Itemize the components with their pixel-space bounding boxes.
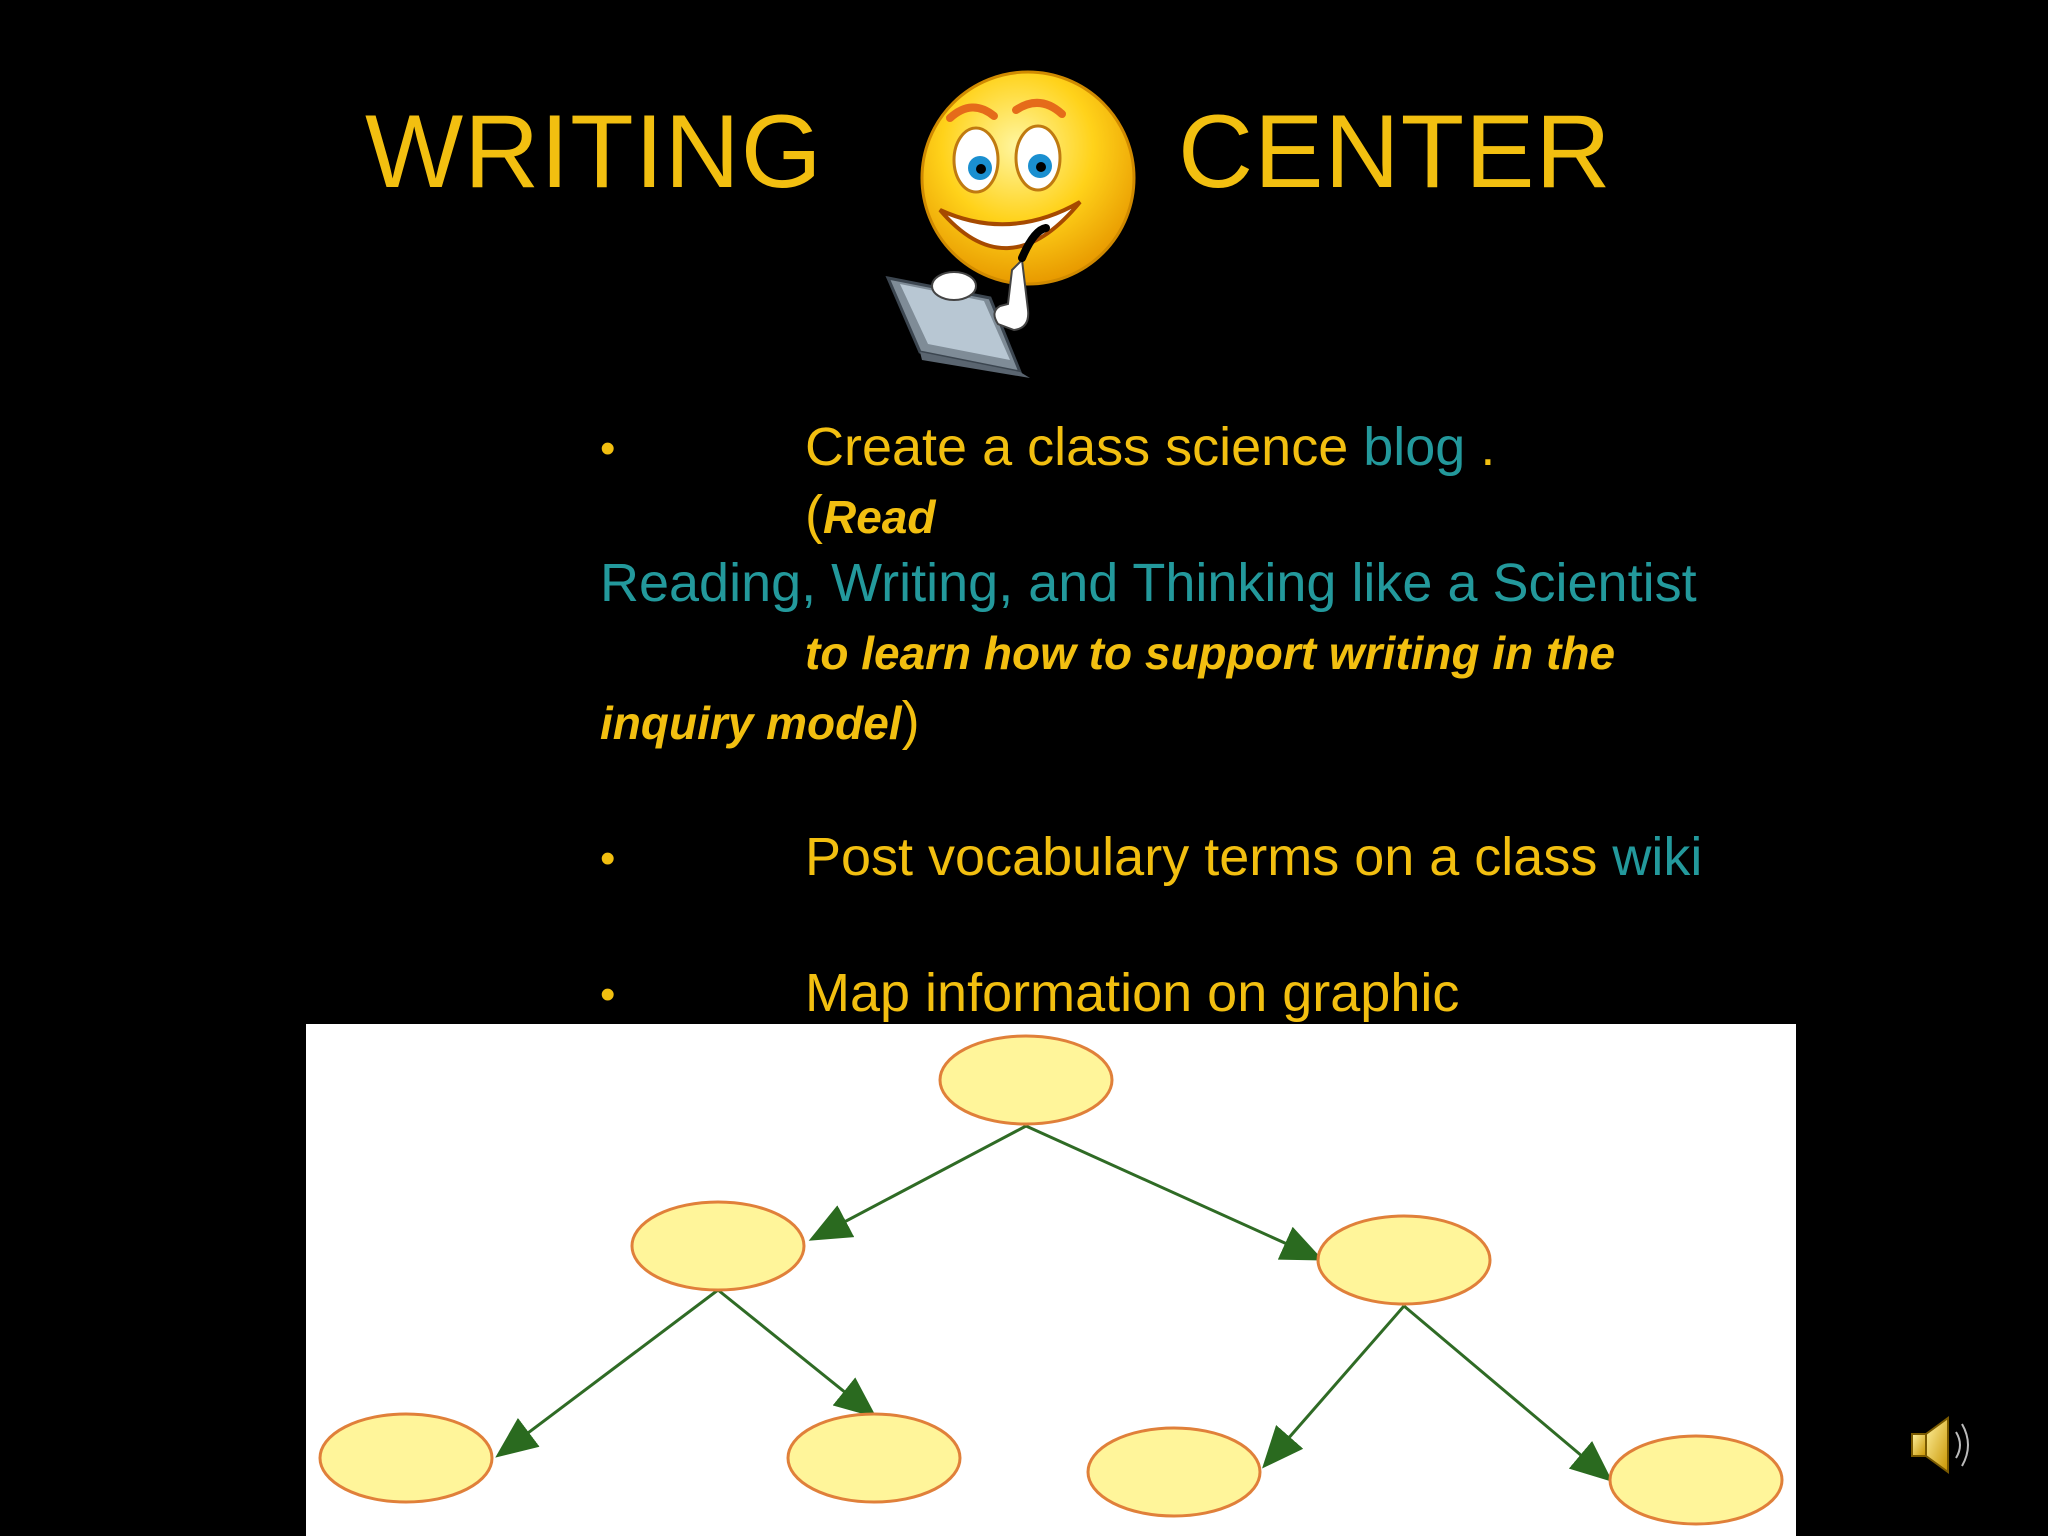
paren-open: ( [805, 485, 823, 545]
reading-writing-thinking-link[interactable]: Reading, Writing, and Thinking like a Sc… [600, 553, 1697, 613]
paren-close: ) [901, 691, 920, 751]
bullet-1-lead: Create a class science [805, 417, 1364, 477]
tree-edge [808, 1124, 1027, 1241]
bullet-1-symbol: • [600, 424, 616, 473]
bullet-2-symbol: • [600, 834, 616, 883]
bullet-2-text: Post vocabulary terms on a class wiki [805, 830, 1702, 884]
tree-edge [1262, 1305, 1406, 1469]
tree-node [318, 1412, 494, 1504]
speaker-icon[interactable] [1908, 1412, 1978, 1478]
title-center: CENTER [1178, 94, 1612, 210]
tree-node [938, 1034, 1114, 1126]
blog-link[interactable]: blog [1363, 417, 1466, 477]
smiley-laptop-icon [885, 70, 1136, 378]
bullet-1-text: Create a class science blog . [805, 420, 1495, 474]
ref-desc-2-line: inquiry model) [600, 694, 920, 748]
tree-edge [1403, 1304, 1613, 1482]
bullet-3-symbol: • [600, 970, 616, 1019]
tree-node [630, 1200, 806, 1292]
ref-desc-2: inquiry model [600, 697, 902, 749]
title-writing: WRITING [365, 94, 823, 210]
tree-node [1608, 1434, 1784, 1526]
read-label: Read [822, 491, 936, 543]
bullet-2-lead: Post vocabulary terms on a class [805, 827, 1613, 887]
tree-edge [495, 1288, 719, 1458]
wiki-link[interactable]: wiki [1612, 827, 1703, 887]
tree-diagram [306, 1024, 1796, 1536]
tree-node [786, 1412, 962, 1504]
ref-desc-1: to learn how to support writing in the [805, 627, 1616, 679]
tree-node [1086, 1426, 1262, 1518]
bullet-3-text: Map information on graphic [805, 963, 1460, 1023]
tree-edge [717, 1288, 877, 1418]
bullet-1-tail: . [1465, 417, 1496, 477]
read-line: (Read [805, 488, 935, 542]
tree-edge [1025, 1124, 1324, 1261]
tree-node [1316, 1214, 1492, 1306]
